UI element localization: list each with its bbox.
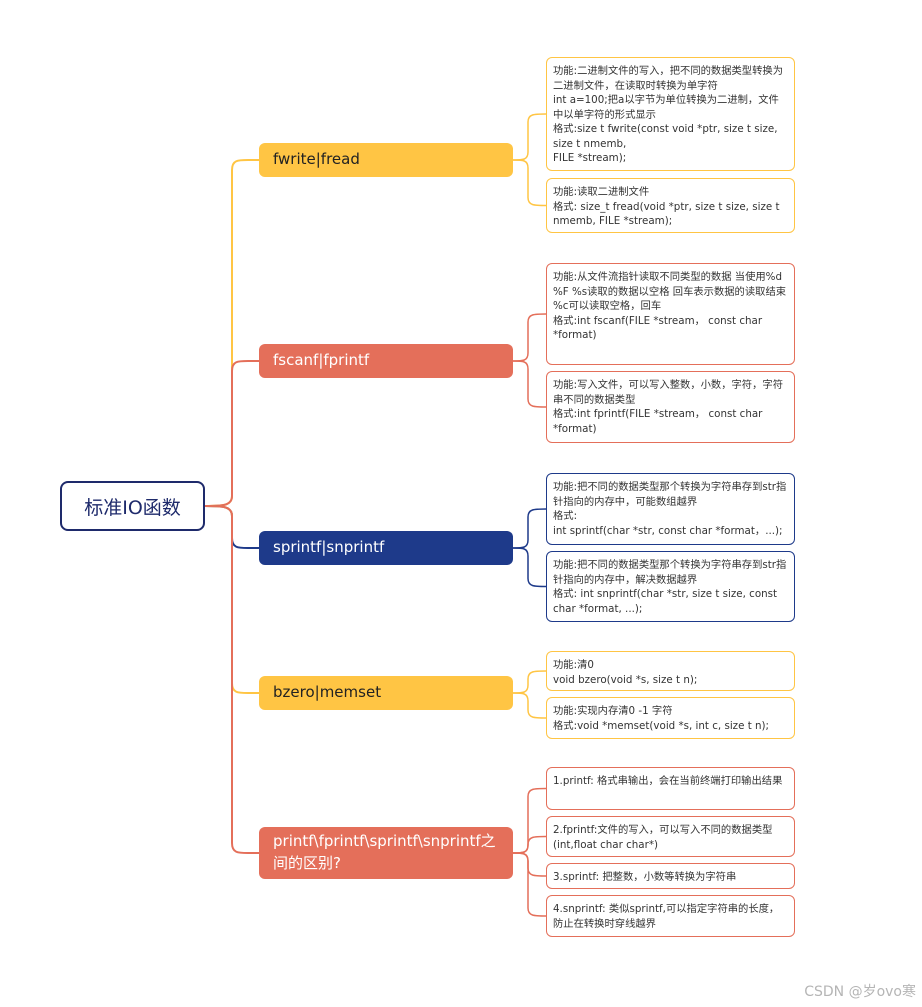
leaf-fprintf-diff[interactable]: 2.fprintf:文件的写入，可以写入不同的数据类型(int,float ch… (546, 816, 795, 857)
connector (204, 505, 260, 854)
branch-sprintf-snprintf[interactable]: sprintf|snprintf (259, 531, 513, 565)
leaf-bzero[interactable]: 功能:清0 void bzero(void *s, size t n); (546, 651, 795, 691)
leaf-fscanf[interactable]: 功能:从文件流指针读取不同类型的数据 当使用%d %F %s读取的数据以空格 回… (546, 263, 795, 365)
connector (512, 835, 547, 854)
connector (512, 159, 547, 207)
branch-label: fscanf|fprintf (273, 351, 370, 370)
connector (512, 360, 547, 408)
connector (512, 692, 547, 719)
connector (512, 787, 547, 854)
connector (512, 547, 547, 588)
branch-label: sprintf|snprintf (273, 538, 385, 557)
leaf-printf[interactable]: 1.printf: 格式串输出，会在当前终端打印输出结果 (546, 767, 795, 810)
leaf-fwrite[interactable]: 功能:二进制文件的写入，把不同的数据类型转换为二进制文件，在读取时转换为单字符 … (546, 57, 795, 171)
leaf-sprintf-diff[interactable]: 3.sprintf: 把整数，小数等转换为字符串 (546, 863, 795, 889)
connector (512, 508, 547, 549)
branch-printf-differences[interactable]: printf\fprintf\sprintf\snprintf之间的区别? (259, 827, 513, 879)
connector (512, 113, 547, 161)
branch-label: fwrite|fread (273, 150, 360, 169)
branch-label: bzero|memset (273, 683, 382, 702)
root-label: 标准IO函数 (84, 496, 181, 519)
connector (512, 852, 547, 877)
leaf-fprintf[interactable]: 功能:写入文件，可以写入整数，小数，字符，字符串不同的数据类型 格式:int f… (546, 371, 795, 443)
leaf-snprintf-diff[interactable]: 4.snprintf: 类似sprintf,可以指定字符串的长度，防止在转换时穿… (546, 895, 795, 937)
connector (512, 670, 547, 694)
leaf-snprintf[interactable]: 功能:把不同的数据类型那个转换为字符串存到str指针指向的内存中，解决数据越界 … (546, 551, 795, 622)
root-node[interactable]: 标准IO函数 (60, 481, 205, 531)
connector (512, 313, 547, 362)
leaf-fread[interactable]: 功能:读取二进制文件 格式: size_t fread(void *ptr, s… (546, 178, 795, 233)
connector (512, 852, 547, 917)
branch-bzero-memset[interactable]: bzero|memset (259, 676, 513, 710)
connector (204, 360, 260, 507)
branch-fscanf-fprintf[interactable]: fscanf|fprintf (259, 344, 513, 378)
leaf-memset[interactable]: 功能:实现内存清0 -1 字符 格式:void *memset(void *s,… (546, 697, 795, 739)
branch-fwrite-fread[interactable]: fwrite|fread (259, 143, 513, 177)
branch-label: printf\fprintf\sprintf\snprintf之间的区别? (273, 832, 496, 872)
leaf-sprintf[interactable]: 功能:把不同的数据类型那个转换为字符串存到str指针指向的内存中，可能数组越界 … (546, 473, 795, 545)
watermark: CSDN @岁ovo寒 (804, 984, 916, 1000)
